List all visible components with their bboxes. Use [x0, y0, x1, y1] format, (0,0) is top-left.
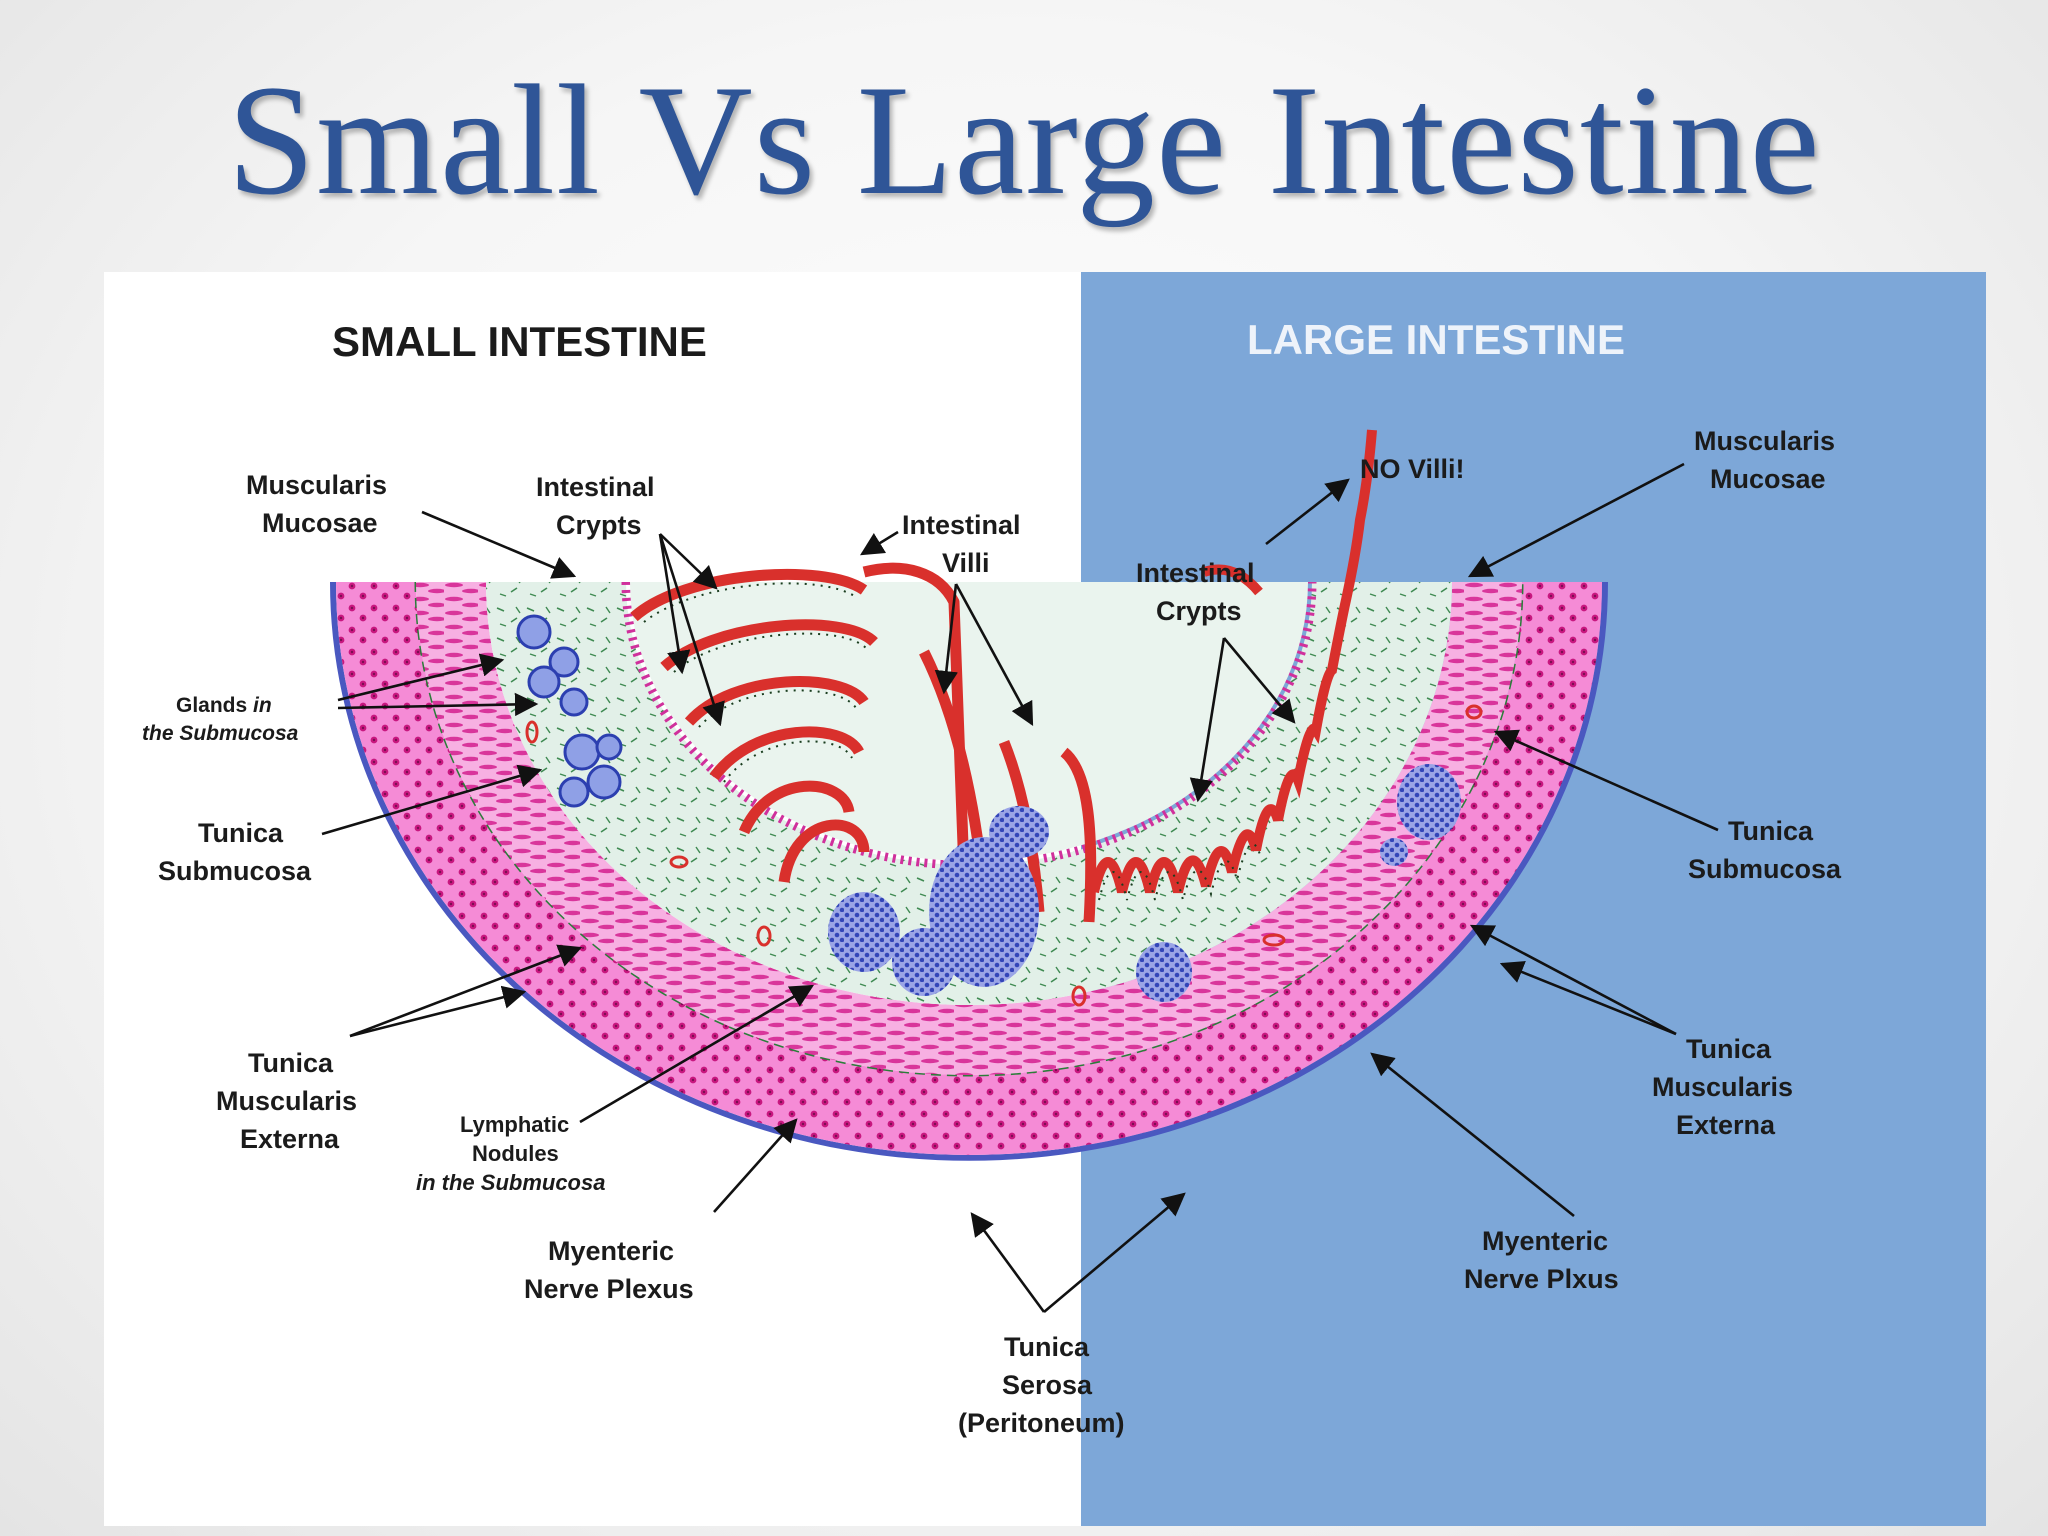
- label-muscularis-externa-left: Tunica Muscularis Externa: [216, 1048, 365, 1154]
- label-myenteric-plexus-right: Myenteric Nerve Plxus: [1464, 1226, 1619, 1294]
- label-muscularis-mucosae-right: Muscularis Mucosae: [1694, 426, 1843, 494]
- villus: [738, 780, 855, 835]
- label-muscularis-externa-right: Tunica Muscularis Externa: [1652, 1034, 1801, 1140]
- villus: [862, 562, 970, 873]
- arrow-crypts-3: [658, 533, 725, 727]
- outer-muscle-layer: [336, 582, 1602, 1155]
- large-intestine-heading: LARGE INTESTINE: [1247, 316, 1625, 363]
- label-tunica-serosa: Tunica Serosa (Peritoneum): [958, 1332, 1125, 1438]
- arrow-crypts-right-2: [1223, 637, 1296, 724]
- diagram-svg: SMALL INTESTINE LARGE INTESTINE: [104, 272, 1986, 1526]
- arrow-serosa-1: [970, 1212, 1046, 1313]
- label-tunica-submucosa-right: Tunica Submucosa: [1688, 816, 1842, 884]
- arrow-muscularis-mucosae-right: [1467, 462, 1685, 578]
- arrow-muscularis-mucosae-left: [421, 510, 577, 579]
- label-tunica-submucosa-left: Tunica Submucosa: [158, 818, 312, 886]
- leader-arrows: [321, 462, 1719, 1313]
- arrow-muscularis-ext-right-2: [1499, 961, 1677, 1036]
- arrow-villi-top: [860, 530, 899, 556]
- label-intestinal-villi: Intestinal Villi: [902, 510, 1028, 578]
- slide-title: Small Vs Large Intestine: [227, 53, 1821, 228]
- arrow-muscularis-ext-left-1: [349, 944, 583, 1038]
- villus: [778, 819, 870, 883]
- large-intestine-crypts: [1089, 429, 1377, 894]
- arrow-glands-2: [337, 692, 539, 717]
- arrow-crypts-right-1: [1189, 637, 1226, 803]
- arrow-submucosa-right: [1493, 729, 1719, 832]
- lymphatic-nodules: [828, 764, 1461, 1002]
- arrow-myenteric-right: [1370, 1052, 1575, 1218]
- villus: [1060, 747, 1097, 923]
- intestine-wall: [330, 581, 1608, 1161]
- submucosa-layer: [486, 582, 1452, 1005]
- label-lymphatic-nodules: Lymphatic Nodules in the Submucosa: [416, 1112, 605, 1195]
- small-intestine-heading: SMALL INTESTINE: [332, 318, 707, 365]
- arrow-serosa-2: [1043, 1192, 1186, 1313]
- arrow-villi-2: [954, 583, 1034, 727]
- villus: [709, 726, 864, 781]
- muscularis-mucosae-band: [621, 581, 1317, 870]
- crypt-top: [1202, 564, 1263, 596]
- intestine-diagram: SMALL INTESTINE LARGE INTESTINE: [104, 272, 1986, 1526]
- label-glands-submucosa: Glands in the Submucosa: [142, 694, 299, 745]
- crypt-row: [1089, 429, 1377, 894]
- arrow-crypts-2: [658, 533, 691, 675]
- arrow-submucosa-left: [321, 764, 543, 836]
- label-no-villi: NO Villi!: [1360, 454, 1465, 484]
- arrow-muscularis-ext-left-2: [349, 985, 527, 1038]
- arrow-lymph-nodules: [579, 984, 815, 1124]
- villi-dots: [643, 582, 867, 783]
- submucosal-glands: [516, 614, 623, 808]
- blood-vessels: [525, 704, 1483, 1007]
- label-myenteric-plexus-left: Myenteric Nerve Plexus: [524, 1236, 694, 1304]
- inner-muscle-layer: [416, 582, 1522, 1075]
- arrow-no-villi: [1265, 478, 1350, 546]
- arrow-glands-1: [337, 653, 505, 702]
- label-intestinal-crypts-right: Intestinal Crypts: [1136, 558, 1262, 626]
- label-muscularis-mucosae-left: Muscularis Mucosae: [246, 470, 395, 538]
- arrow-villi-1: [934, 583, 958, 695]
- crypt-dots: [1098, 843, 1262, 901]
- arrow-muscularis-ext-right-1: [1469, 924, 1677, 1036]
- arrow-myenteric-left: [713, 1118, 798, 1213]
- label-intestinal-crypts-left: Intestinal Crypts: [536, 472, 662, 540]
- villus: [630, 568, 868, 622]
- arrow-crypts-1: [659, 533, 718, 590]
